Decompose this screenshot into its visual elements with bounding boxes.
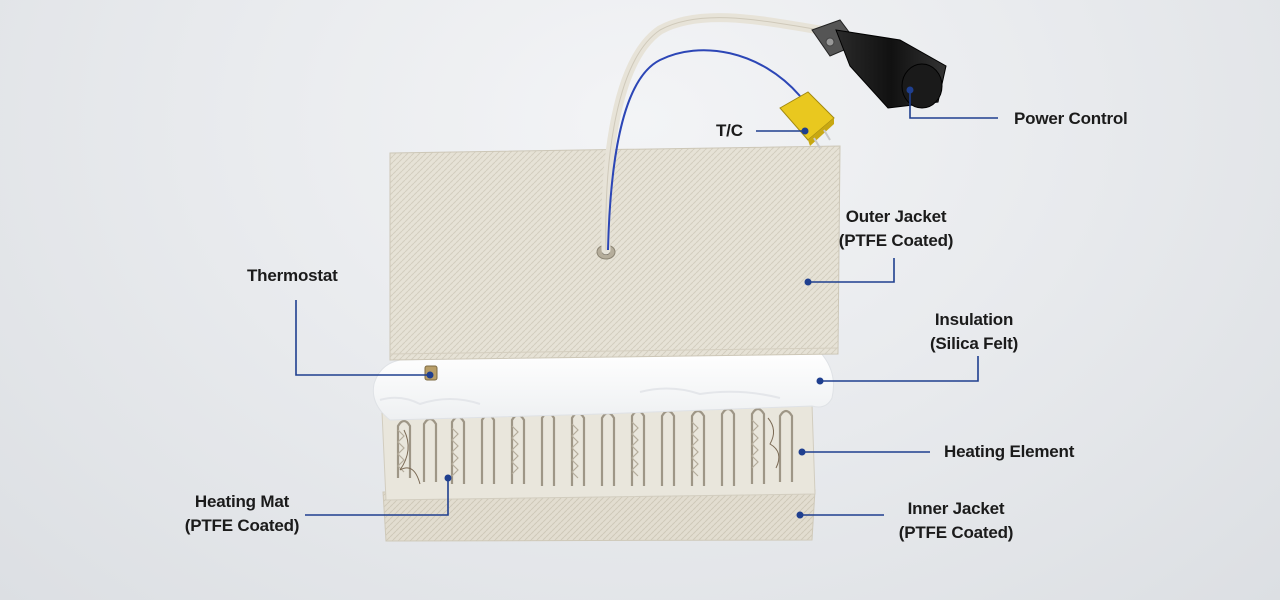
power-connector: [811, 19, 947, 109]
thermocouple-wires: [399, 417, 780, 485]
outer-jacket: [389, 145, 841, 361]
label-heating-mat-line2: (PTFE Coated): [184, 516, 300, 535]
label-tc: T/C: [716, 121, 743, 140]
label-thermostat: Thermostat: [247, 266, 338, 285]
label-inner-jacket-line2: (PTFE Coated): [898, 523, 1014, 542]
callout-lines: [295, 90, 998, 516]
heating-element-zigzag: [397, 419, 759, 479]
insulation-felt: [372, 351, 834, 421]
label-inner-jacket: Inner Jacket (PTFE Coated): [886, 497, 1026, 545]
thermocouple-connector: [779, 91, 835, 149]
label-outer-jacket-line2: (PTFE Coated): [838, 231, 954, 250]
label-heating-mat: Heating Mat (PTFE Coated): [172, 490, 312, 538]
label-insulation-line1: Insulation: [934, 310, 1014, 329]
label-outer-jacket-line1: Outer Jacket: [845, 207, 947, 226]
label-heating-mat-line1: Heating Mat: [194, 492, 290, 511]
label-inner-jacket-line1: Inner Jacket: [907, 499, 1005, 518]
label-insulation-line2: (Silica Felt): [929, 334, 1019, 353]
label-outer-jacket: Outer Jacket (PTFE Coated): [828, 205, 964, 253]
callout-dots: [426, 86, 914, 519]
label-insulation: Insulation (Silica Felt): [914, 308, 1034, 356]
label-power-control: Power Control: [1014, 109, 1128, 128]
label-heating-element: Heating Element: [944, 442, 1075, 461]
cable-bundle: [601, 13, 825, 255]
